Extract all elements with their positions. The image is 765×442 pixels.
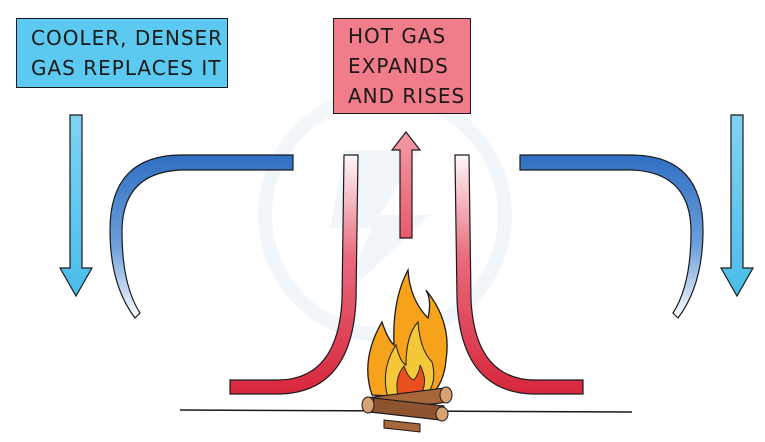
hot-gas-label-line-2: EXPANDS xyxy=(348,54,449,78)
hot-gas-label-line-1: HOT GAS xyxy=(348,24,447,48)
cool-gas-label: COOLER, DENSER GAS REPLACES IT xyxy=(16,18,228,88)
hot-current-left xyxy=(229,154,359,395)
cool-gas-label-line-2: GAS REPLACES IT xyxy=(31,56,222,80)
sinking-arrow-right xyxy=(719,114,755,298)
rising-arrow xyxy=(390,131,422,239)
cool-gas-label-line-1: COOLER, DENSER xyxy=(31,26,224,50)
hot-gas-label: HOT GAS EXPANDS AND RISES xyxy=(333,18,471,114)
sinking-arrow-left xyxy=(58,114,94,298)
hot-current-right xyxy=(454,154,584,395)
hot-gas-label-line-3: AND RISES xyxy=(348,84,466,108)
campfire-icon xyxy=(361,267,453,433)
cool-current-left xyxy=(109,154,294,319)
cool-current-right xyxy=(519,154,704,319)
